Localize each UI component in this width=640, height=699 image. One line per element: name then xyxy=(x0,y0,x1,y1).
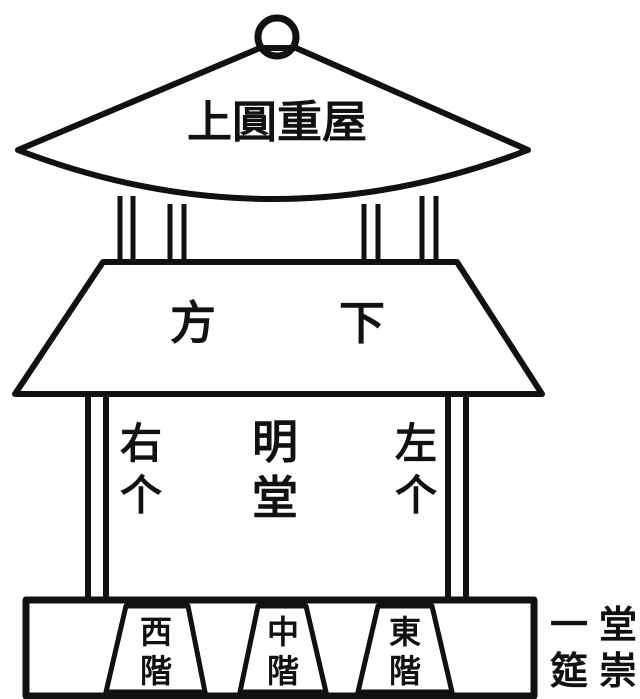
hall-center-top-label: 明 xyxy=(252,415,298,469)
hall-center-bottom-label: 堂 xyxy=(252,471,298,525)
hall-left-top-label: 左 xyxy=(395,419,437,468)
finial-ring xyxy=(254,14,300,60)
stair-east xyxy=(355,603,455,695)
stair-west xyxy=(103,603,208,695)
stair-center-bottom-label: 階 xyxy=(267,652,299,690)
side-col1-bottom-label: 崇 xyxy=(599,648,637,693)
side-col1-top-label: 堂 xyxy=(599,602,637,647)
platform-base xyxy=(22,596,538,699)
upper-round-roof xyxy=(15,45,531,202)
hall-walls xyxy=(85,396,469,600)
lower-square-roof xyxy=(12,259,545,397)
stair-east-top-label: 東 xyxy=(389,613,421,651)
upper-roof-label: 上圓重屋 xyxy=(187,97,367,148)
stair-center xyxy=(237,603,329,695)
hall-left-bottom-label: 个 xyxy=(395,471,437,520)
lower-roof-left-label: 方 xyxy=(170,296,216,350)
hall-right-bottom-label: 个 xyxy=(120,471,162,520)
stair-center-top-label: 中 xyxy=(267,613,299,651)
side-col2-top-label: 一 xyxy=(550,602,588,647)
stair-west-bottom-label: 階 xyxy=(140,652,172,690)
lower-roof-right-label: 下 xyxy=(339,296,385,350)
side-col2-bottom-label: 筵 xyxy=(550,648,588,693)
upper-pillars xyxy=(117,196,439,260)
stair-west-top-label: 西 xyxy=(140,613,172,651)
stair-east-bottom-label: 階 xyxy=(389,652,421,690)
hall-right-top-label: 右 xyxy=(120,419,162,468)
